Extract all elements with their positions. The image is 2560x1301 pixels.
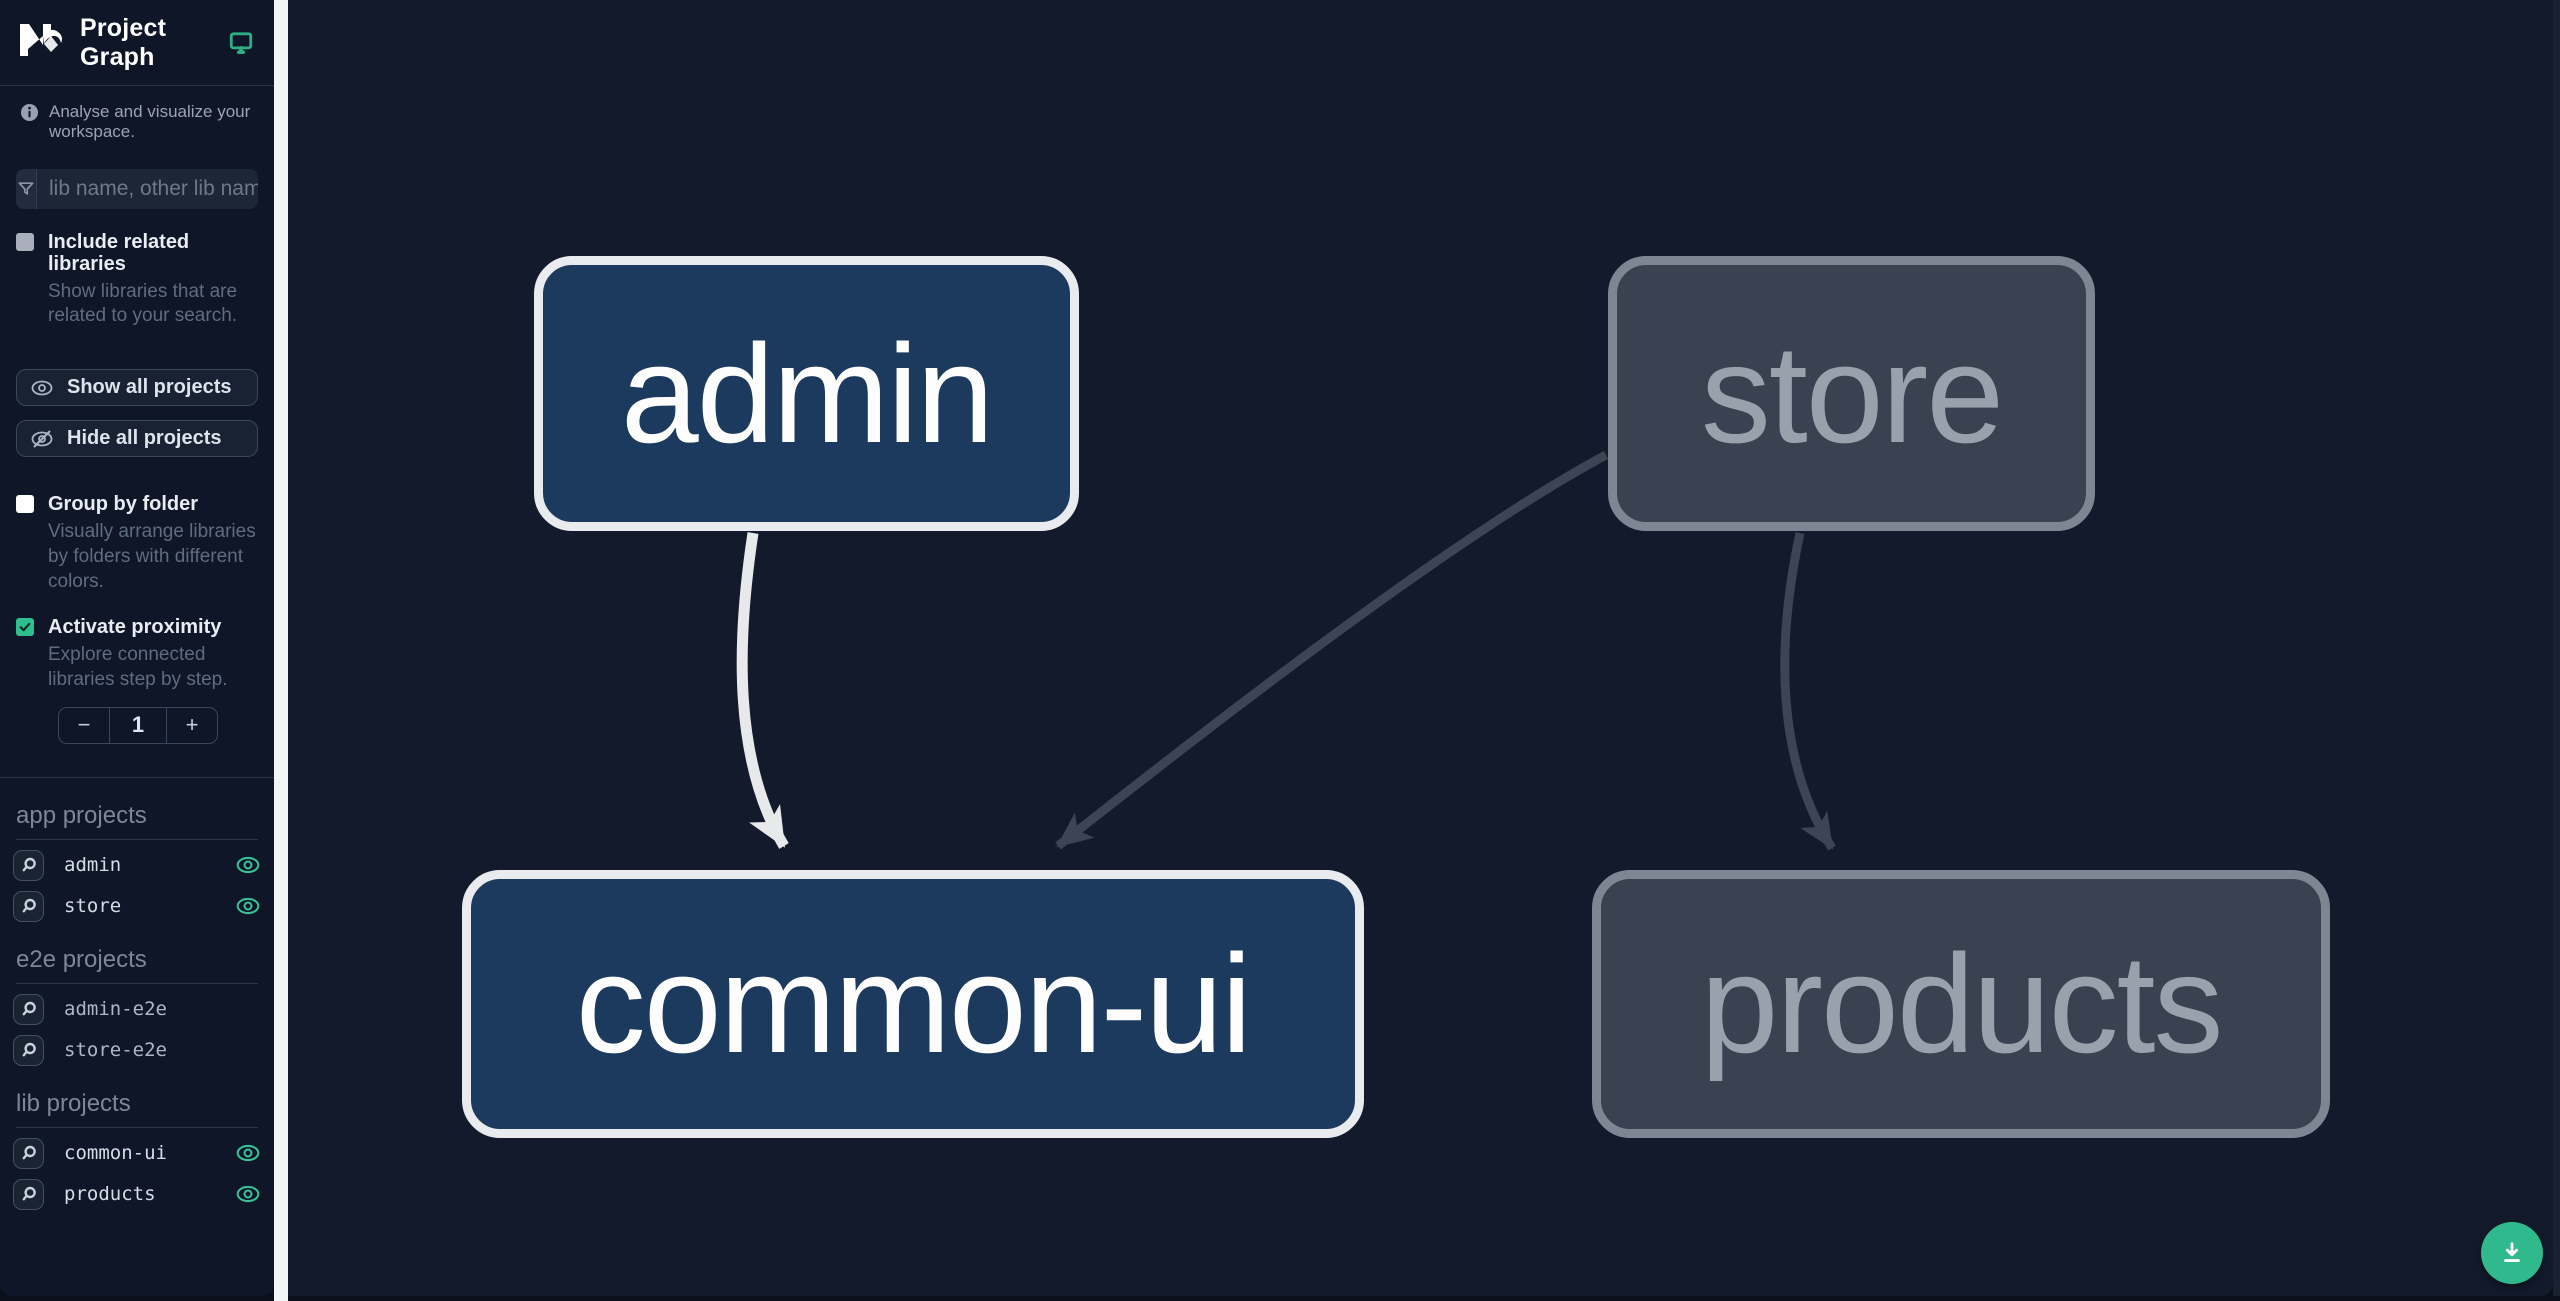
- eye-icon: [30, 376, 54, 400]
- graph-node-common-ui[interactable]: common-ui: [462, 870, 1364, 1138]
- workspace-tagline: Analyse and visualize your workspace.: [0, 86, 274, 143]
- focus-project-button[interactable]: [13, 1137, 44, 1169]
- monitor-icon[interactable]: [228, 30, 254, 56]
- sidebar-resizer[interactable]: [274, 0, 288, 1301]
- toggle-visibility-eye-icon[interactable]: [235, 1181, 261, 1207]
- graph-canvas[interactable]: admin store common-ui products: [288, 0, 2553, 1296]
- eye-off-icon: [30, 427, 54, 451]
- focus-project-button[interactable]: [13, 1034, 44, 1066]
- section-title-lib-projects: lib projects: [16, 1090, 258, 1128]
- hide-all-projects-button[interactable]: Hide all projects: [16, 420, 258, 458]
- sidebar: Project Graph Analyse and visualize your…: [0, 0, 274, 1296]
- project-row-store-e2e: store-e2e: [13, 1034, 261, 1066]
- project-row-common-ui: common-ui: [13, 1137, 261, 1169]
- graph-node-products[interactable]: products: [1592, 870, 2330, 1138]
- edge-admin-to-common-ui: [736, 532, 789, 849]
- project-row-store: store: [13, 890, 261, 922]
- section-title-e2e-projects: e2e projects: [16, 946, 258, 984]
- page-title: Project Graph: [80, 13, 167, 71]
- include-related-description: Show libraries that are related to your …: [48, 280, 238, 327]
- focus-project-button[interactable]: [13, 993, 44, 1025]
- group-by-folder-description: Visually arrange libraries by folders wi…: [48, 521, 256, 592]
- activate-proximity-label: Activate proximity: [48, 616, 222, 639]
- include-related-checkbox[interactable]: [16, 232, 34, 251]
- sidebar-header: Project Graph: [0, 0, 274, 86]
- project-name: store-e2e: [64, 1039, 167, 1062]
- project-name: common-ui: [64, 1142, 167, 1165]
- filter-funnel-icon: [16, 168, 37, 209]
- group-by-folder-option: Group by folder Visually arrange librari…: [16, 493, 258, 594]
- toggle-visibility-eye-icon[interactable]: [235, 893, 261, 919]
- download-graph-button[interactable]: [2481, 1222, 2543, 1284]
- toggle-visibility-eye-icon[interactable]: [235, 852, 261, 878]
- include-related-label: Include related libraries: [48, 230, 190, 275]
- proximity-increment-button[interactable]: +: [185, 712, 199, 738]
- project-row-admin-e2e: admin-e2e: [13, 993, 261, 1025]
- activate-proximity-checkbox[interactable]: [16, 618, 34, 637]
- activate-proximity-option: Activate proximity Explore connected lib…: [16, 616, 258, 692]
- focus-project-button[interactable]: [13, 849, 44, 881]
- project-name: admin-e2e: [64, 998, 167, 1021]
- toggle-visibility-eye-icon[interactable]: [235, 1140, 261, 1166]
- checkmark-icon: [19, 623, 31, 632]
- group-by-folder-checkbox[interactable]: [16, 495, 34, 514]
- graph-node-admin[interactable]: admin: [534, 256, 1079, 531]
- graph-edges: [736, 451, 1836, 851]
- focus-project-button[interactable]: [13, 1178, 44, 1210]
- group-by-folder-label: Group by folder: [48, 493, 198, 516]
- proximity-stepper: − 1 +: [58, 706, 218, 744]
- include-related-option: Include related libraries Show libraries…: [16, 231, 258, 329]
- project-name: store: [64, 895, 122, 918]
- section-title-app-projects: app projects: [16, 802, 258, 840]
- project-name: products: [64, 1183, 156, 1206]
- edge-store-to-common-ui: [1055, 451, 1609, 850]
- search-box: [16, 168, 258, 209]
- sidebar-divider: [0, 776, 274, 778]
- focus-project-button[interactable]: [13, 890, 44, 922]
- graph-node-store[interactable]: store: [1608, 256, 2095, 531]
- project-name: admin: [64, 854, 122, 877]
- search-input[interactable]: [37, 168, 258, 209]
- nx-logo: [20, 22, 64, 63]
- project-row-admin: admin: [13, 849, 261, 881]
- proximity-value: 1: [109, 707, 167, 743]
- project-row-products: products: [13, 1178, 261, 1210]
- show-all-projects-button[interactable]: Show all projects: [16, 369, 258, 407]
- proximity-decrement-button[interactable]: −: [77, 712, 91, 738]
- edge-store-to-products: [1780, 532, 1836, 851]
- scrollbar-gutter[interactable]: [2553, 0, 2560, 1296]
- download-icon: [2504, 1242, 2520, 1262]
- info-icon: [20, 103, 39, 122]
- activate-proximity-description: Explore connected libraries step by step…: [48, 644, 228, 690]
